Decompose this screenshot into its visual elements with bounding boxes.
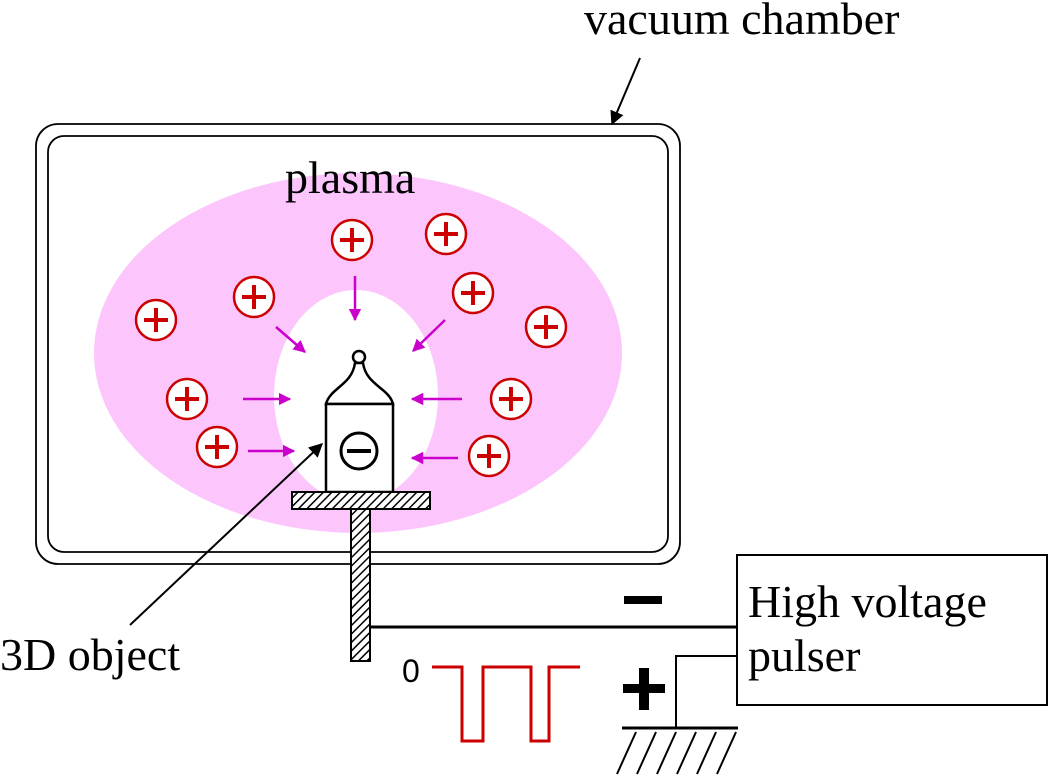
minus-sign-icon <box>624 596 662 604</box>
ion-arrows <box>243 276 462 465</box>
pulser-label-line2: pulser <box>748 630 860 681</box>
target-object <box>324 349 395 494</box>
positive-ion-icon <box>524 305 568 349</box>
arrow-icon <box>412 319 446 352</box>
positive-ion-icon <box>195 425 239 469</box>
positive-ion-icon <box>330 218 374 262</box>
holder-stem <box>350 508 371 662</box>
positive-ion-icon <box>451 271 495 315</box>
holder-platform <box>291 491 431 510</box>
arrow-icon <box>275 326 306 353</box>
object-label: 3D object <box>0 629 180 680</box>
vacuum-chamber-pointer <box>610 57 641 126</box>
positive-ion-icon <box>489 377 533 421</box>
pulse-zero-label: 0 <box>402 653 420 689</box>
positive-ions <box>134 212 568 478</box>
positive-ion-icon <box>467 434 511 478</box>
plasma-label: plasma <box>285 152 415 203</box>
pulser-box <box>736 554 1048 706</box>
ground-icon <box>616 726 738 775</box>
object-pointer <box>129 443 324 626</box>
negative-charge-icon <box>339 431 379 471</box>
positive-ion-icon <box>232 275 276 319</box>
pulse-waveform <box>432 665 580 743</box>
positive-wire <box>675 655 737 728</box>
positive-ion-icon <box>165 377 209 421</box>
plus-sign-icon <box>623 668 665 710</box>
vacuum-chamber-label: vacuum chamber <box>584 0 899 44</box>
positive-ion-icon <box>424 212 468 256</box>
positive-ion-icon <box>134 298 178 342</box>
pulser-label-line1: High voltage <box>748 576 987 627</box>
